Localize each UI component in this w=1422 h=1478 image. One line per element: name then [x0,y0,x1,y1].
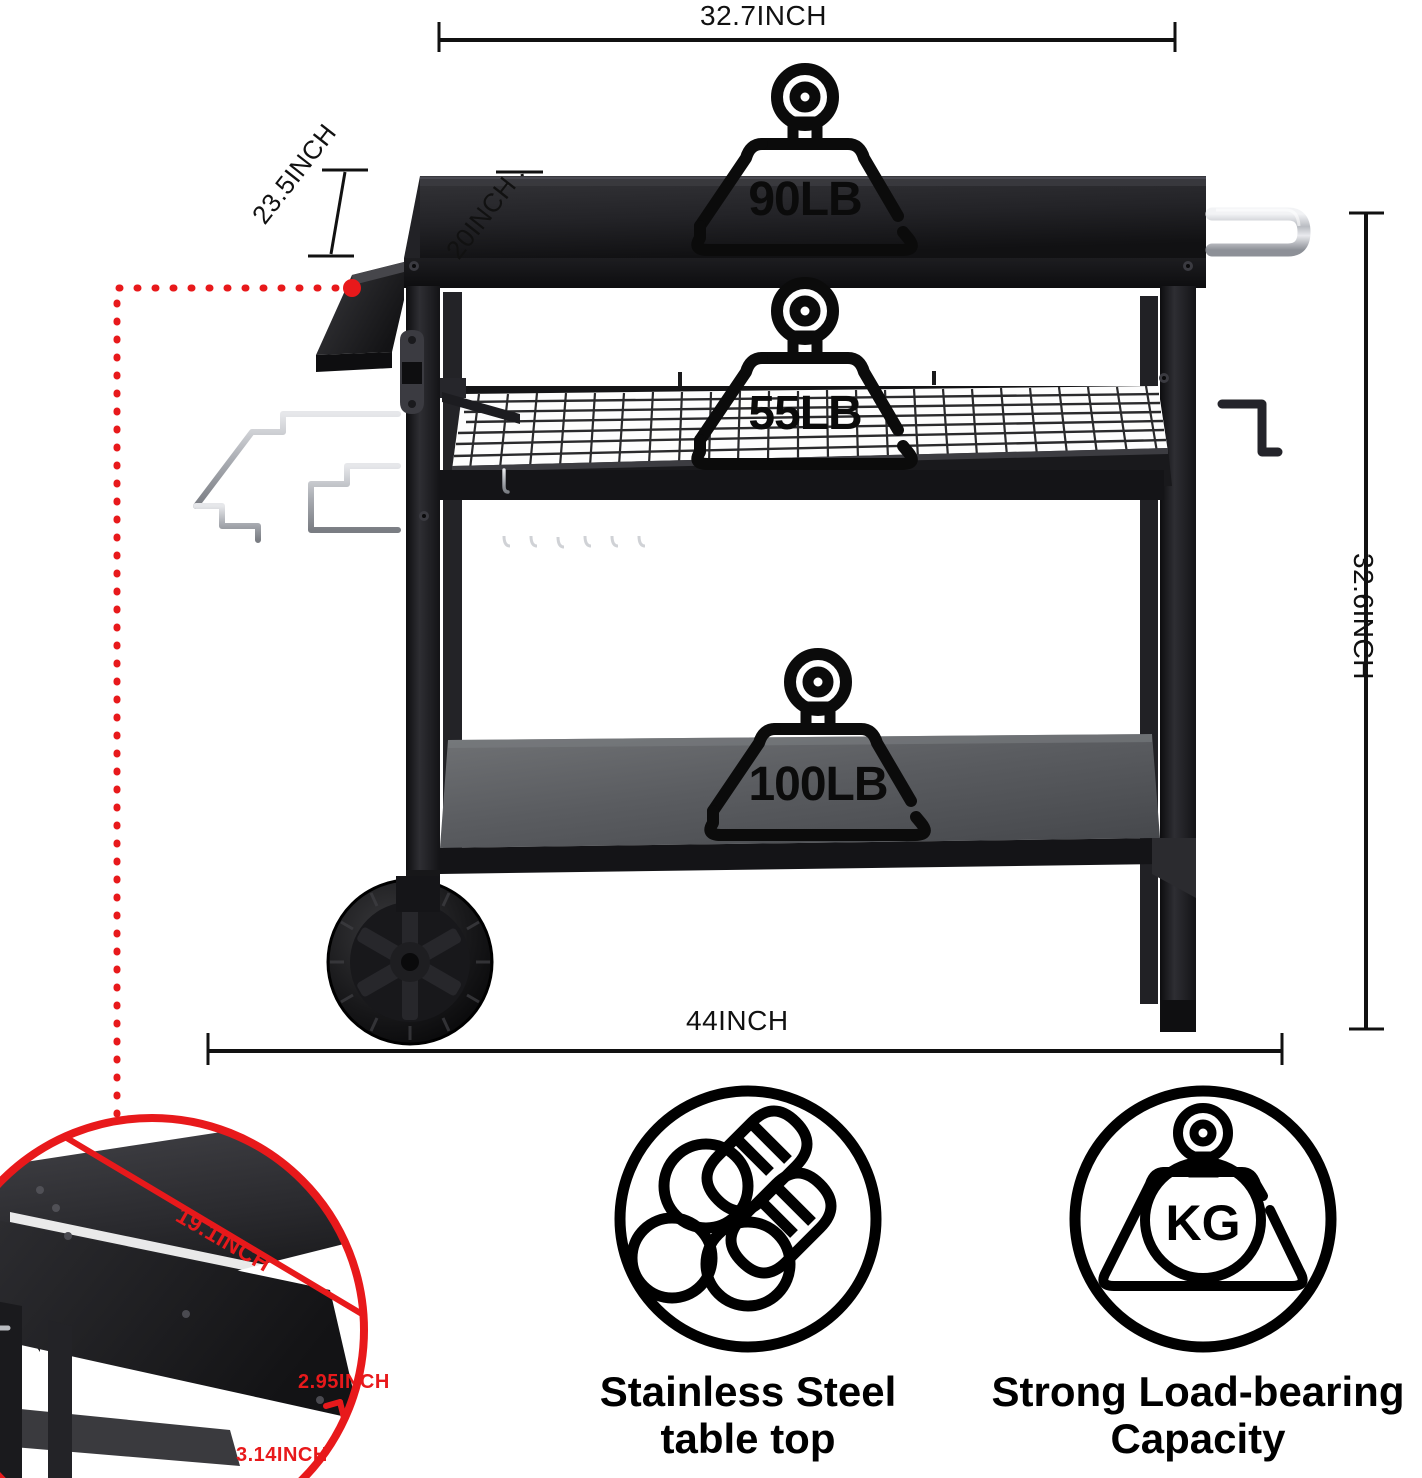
kg-weight-icon: KG [1069,1085,1337,1353]
detail-label-side-shelf-length: 19.1INCH [171,1201,276,1277]
load-badge-mesh-shelf: 55LB [691,277,918,470]
detail-circle-outline [0,1114,368,1478]
detail-label-side-shelf-drop: 3.14INCH [236,1444,328,1466]
kg-icon-label: KG [1166,1195,1241,1251]
wheel [326,878,494,1046]
towel-rack-left [193,411,401,543]
detail-zoom-view [0,1118,364,1478]
steel-tubes-icon [614,1085,882,1353]
wire-mesh-shelf [451,371,1172,500]
grill-cart-illustration [193,176,1311,1046]
load-badge-bottom-label: 100LB [748,758,887,811]
dimension-line-depth-left [308,168,368,258]
detail-label-side-shelf-depth: 2.95INCH [298,1371,390,1393]
dimension-label-overall-width: 44INCH [686,1005,789,1036]
s-hook-tips [502,535,646,549]
dimension-label-top-depth: 20INCH [439,170,523,265]
s-hooks [502,468,641,548]
dimension-label-depth-left: 23.5INCH [245,117,343,230]
bottom-shelf [440,734,1160,874]
detail-leader-line [113,279,361,1124]
load-badge-bottom-shelf: 100LB [704,648,931,841]
load-badge-mesh-label: 55LB [748,387,861,440]
feature-caption-load-bearing: Strong Load-bearing Capacity [991,1368,1405,1463]
side-hook-right [1217,399,1283,457]
load-badge-top-label: 90LB [748,173,861,226]
push-handle [1205,207,1311,257]
load-badge-top-table: 90LB [691,63,918,256]
dimension-label-top-width: 32.7INCH [700,0,827,31]
dimension-line-overall-width [206,1033,1284,1065]
dimension-label-overall-height: 32.6INCH [1348,553,1379,680]
side-shelf [316,262,404,372]
bottle-opener [400,330,424,414]
push-handle-highlight [1216,208,1301,227]
feature-caption-stainless-steel: Stainless Steel table top [599,1368,897,1463]
